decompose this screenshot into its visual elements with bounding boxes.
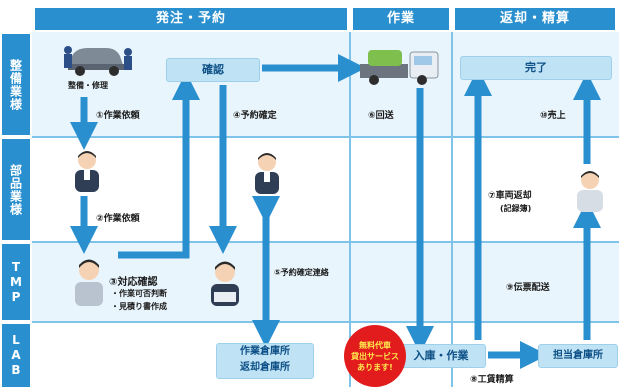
header-return: 返却・精算 (455, 8, 615, 30)
storage-line2: 返却倉庫所 (240, 362, 290, 373)
step5-label: ⑤予約確定連絡 (274, 268, 329, 277)
lane-band-2 (32, 137, 619, 242)
step7-label: ⑦車両返却 (488, 191, 532, 201)
step9-label: ⑨伝票配送 (506, 283, 550, 293)
badge-line3: あります! (357, 362, 393, 372)
maintenance-label: 整備・修理 (68, 81, 108, 90)
lane-label-1: 整備業様 (2, 34, 30, 135)
staff-person-icon (577, 171, 603, 212)
confirm-box: 確認 (166, 58, 260, 82)
step3-label: ③対応確認 (109, 277, 158, 288)
staff-person-icon (75, 259, 103, 306)
lane-label-2: 部品業様 (2, 139, 30, 240)
header-order: 発注・予約 (35, 8, 347, 30)
staff-person-icon (255, 153, 279, 194)
storage-line1: 作業倉庫所 (240, 346, 290, 357)
step10-label: ⑩売上 (540, 111, 566, 121)
complete-box: 完了 (460, 56, 612, 80)
storage-box: 作業倉庫所 返却倉庫所 (216, 343, 314, 379)
step6-label: ⑥回送 (368, 111, 394, 121)
step4-label: ④予約確定 (233, 111, 277, 121)
staff-person-icon (75, 151, 99, 192)
step8-label: ⑧工賃精算 (470, 375, 514, 385)
office-box: 担当倉庫所 (538, 344, 618, 368)
step7-note: (記録簿) (500, 204, 532, 213)
tow-truck-icon (360, 50, 439, 85)
lane-label-4: LAB (2, 324, 30, 387)
staff-person-icon (211, 261, 239, 306)
header-work: 作業 (353, 8, 449, 30)
badge-line1: 無料代車 (359, 340, 391, 350)
step2-label: ②作業依頼 (96, 214, 140, 224)
step1-label: ①作業依頼 (96, 111, 140, 121)
badge-line2: 貸出サービス (351, 351, 399, 361)
step3-note2: ・見積り書作成 (111, 302, 167, 311)
car-repair-icon (64, 46, 132, 76)
receive-box: 入庫・作業 (396, 344, 486, 368)
lane-label-3: TMP (2, 244, 30, 320)
free-loaner-badge: 無料代車 貸出サービス あります! (344, 325, 406, 387)
arrow-step3 (118, 72, 200, 259)
step3-note1: ・作業可否判断 (111, 289, 167, 298)
